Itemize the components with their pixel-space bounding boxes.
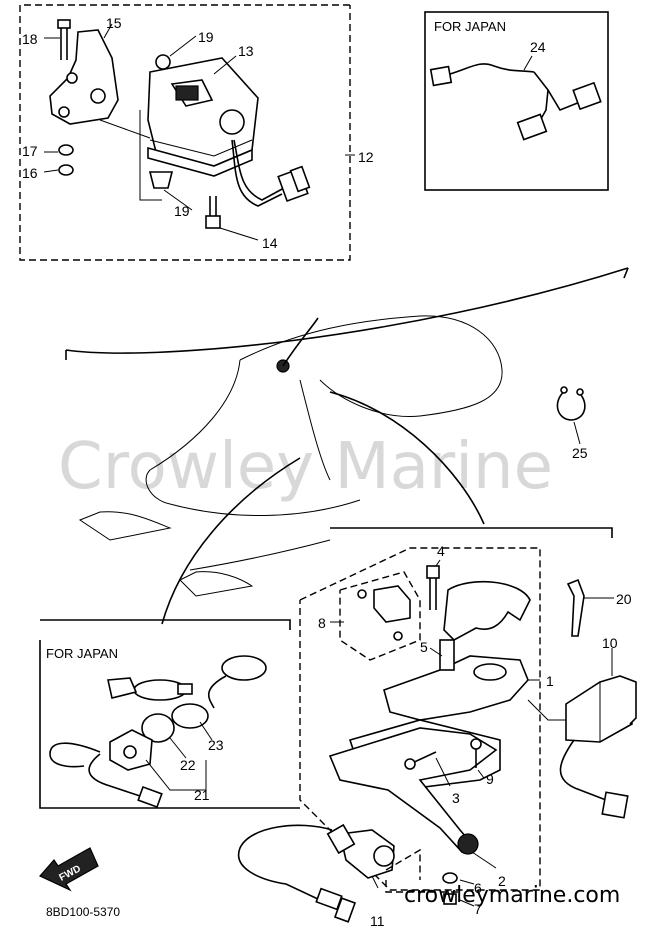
inset-title-japan-top: FOR JAPAN [434,19,506,34]
callout-10: 10 [602,635,618,651]
diagram-code: 8BD100-5370 [46,905,120,919]
callout-1: 1 [546,673,554,689]
strap-20 [566,578,614,637]
clip-25 [556,386,586,445]
callout-23: 23 [208,737,224,753]
callout-12: 12 [358,149,374,165]
callout-19a: 19 [198,29,214,45]
assembly-1-group [299,547,541,891]
callout-13: 13 [238,43,254,59]
assembly-12-group [19,4,355,261]
site-watermark: crowleymarine.com [404,883,620,908]
callout-24: 24 [530,39,546,55]
callout-14: 14 [262,235,278,251]
callout-20: 20 [616,591,632,607]
callout-8: 8 [318,615,326,631]
switch-11 [237,823,475,923]
callout-11: 11 [370,913,385,929]
callout-5: 5 [420,639,428,655]
japan-key-switch-inset: FOR JAPAN [39,640,300,809]
callout-19b: 19 [174,203,190,219]
callout-25: 25 [572,445,588,461]
snowmobile-outline [40,267,629,630]
unit-10 [527,648,637,819]
callout-labels: 1 2 3 4 5 6 7 8 9 10 11 12 13 14 15 16 1… [22,15,632,929]
callout-3: 3 [452,790,460,806]
watermark: Crowley Marine [58,430,553,504]
callout-9: 9 [486,771,494,787]
callout-7: 7 [474,901,482,917]
fwd-arrow: FWD [39,847,99,892]
callout-15: 15 [106,15,122,31]
callout-22: 22 [180,757,196,773]
inset-title-japan-bottom: FOR JAPAN [46,646,118,661]
callout-16: 16 [22,165,38,181]
japan-harness-inset: FOR JAPAN [424,11,609,191]
callout-21: 21 [194,787,210,803]
callout-17: 17 [22,143,38,159]
callout-6: 6 [474,880,482,896]
callout-2: 2 [498,873,506,889]
callout-4: 4 [437,543,445,559]
callout-18: 18 [22,31,38,47]
